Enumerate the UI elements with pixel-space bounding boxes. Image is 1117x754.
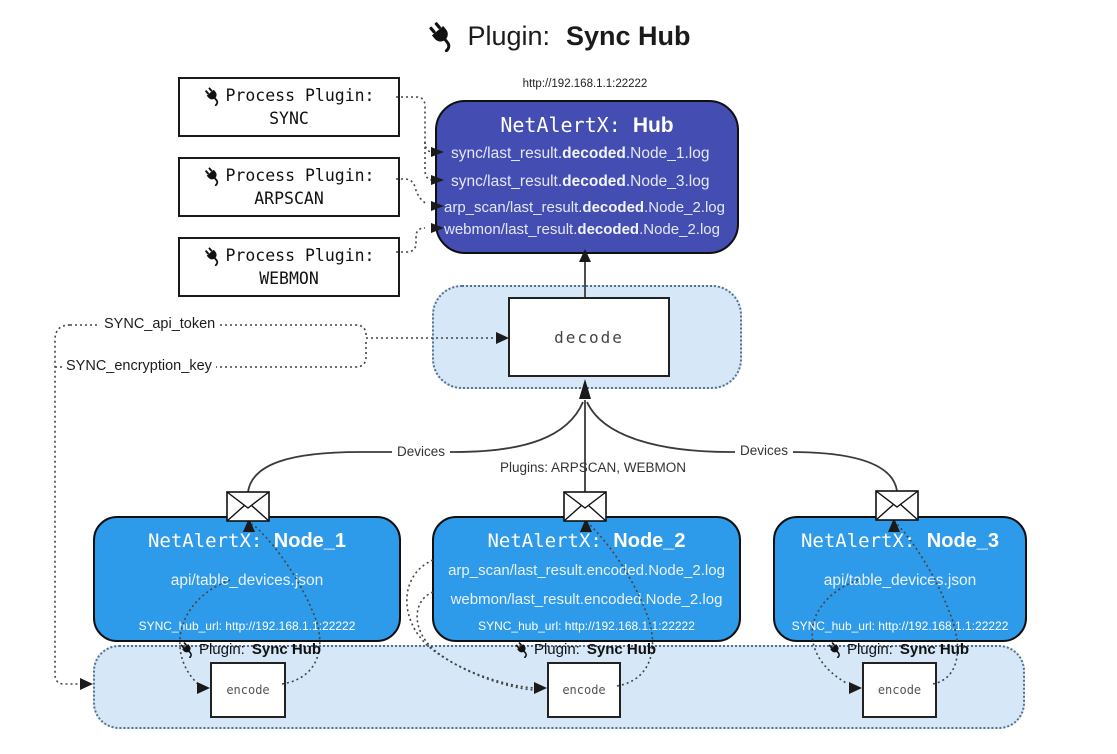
decode-box: decode: [508, 297, 670, 377]
process-plugin-label: Process Plugin:: [225, 246, 375, 265]
node3-title: NetAlertX: Node_3: [800, 530, 1000, 552]
hub-file-line: arp_scan/last_result.decoded.Node_2.log: [444, 199, 725, 216]
encode-box-3: encode: [862, 662, 937, 718]
hub-title-name: Hub: [632, 114, 674, 137]
process-plugin-label: Process Plugin:: [225, 86, 375, 105]
hub-box: NetAlertX: Hub sync/last_result.decoded.…: [435, 100, 739, 254]
devices-label-left: Devices: [392, 444, 451, 459]
hub-url-label: http://192.168.1.1:22222: [522, 78, 648, 90]
hub-title: NetAlertX: Hub: [437, 113, 737, 138]
node2-title: NetAlertX: Node_2: [487, 530, 686, 552]
plug-icon: [515, 642, 527, 658]
plug-icon: [180, 642, 192, 658]
node3-hub-url: SYNC_hub_url: http://192.168.1.1:22222: [791, 619, 1009, 633]
band-plugin-label: Plugin: Sync Hub: [818, 641, 978, 658]
encode-box-2: encode: [547, 662, 621, 718]
process-plugin-label: Process Plugin:: [225, 166, 375, 185]
devices-label-right: Devices: [735, 443, 794, 458]
process-plugin-name: ARPSCAN: [254, 189, 324, 208]
arrowhead-into-band: [80, 678, 93, 690]
node3-box: NetAlertX: Node_3 api/table_devices.json…: [773, 516, 1027, 642]
node1-file: api/table_devices.json: [170, 572, 324, 589]
arpscan-plugin-wire: [396, 178, 428, 205]
band-plugin-name: Sync Hub: [899, 641, 970, 658]
node2-file: webmon/last_result.encoded.Node_2.log: [450, 591, 723, 608]
plug-icon: [205, 246, 219, 266]
webmon-plugin-wire: [396, 227, 426, 253]
encode-box-1: encode: [210, 662, 286, 718]
process-plugin-name: SYNC: [269, 109, 309, 128]
plug-icon: [429, 22, 451, 52]
title-name: Sync Hub: [566, 20, 691, 51]
node1-box: NetAlertX: Node_1 api/table_devices.json…: [93, 516, 401, 642]
sync-api-token-label: SYNC_api_token: [100, 316, 220, 332]
band-plugin-label-text: Plugin:: [198, 641, 245, 658]
plug-icon: [205, 86, 219, 106]
title-label: Plugin:: [467, 20, 551, 51]
hub-title-prefix: NetAlertX:: [500, 113, 621, 137]
hub-file-line: sync/last_result.decoded.Node_1.log: [451, 145, 710, 162]
node1-title: NetAlertX: Node_1: [147, 530, 347, 552]
band-plugin-name: Sync Hub: [251, 641, 322, 658]
hub-file-line: webmon/last_result.decoded.Node_2.log: [444, 221, 720, 238]
band-plugin-label-text: Plugin:: [846, 641, 893, 658]
plugins-label: Plugins: ARPSCAN, WEBMON: [500, 460, 687, 475]
process-plugin-arpscan-box: Process Plugin: ARPSCAN: [178, 157, 400, 217]
settings-left-wire: [54, 324, 78, 685]
band-plugin-label-text: Plugin:: [533, 641, 580, 658]
plug-icon: [828, 642, 840, 658]
band-plugin-name: Sync Hub: [586, 641, 657, 658]
hub-file-line: sync/last_result.decoded.Node_3.log: [451, 173, 710, 190]
node2-box: NetAlertX: Node_2 arp_scan/last_result.e…: [432, 516, 741, 642]
node2-hub-url: SYNC_hub_url: http://192.168.1.1:22222: [478, 619, 695, 633]
process-plugin-webmon-box: Process Plugin: WEBMON: [178, 237, 400, 297]
plug-icon: [205, 166, 219, 186]
node1-hub-url: SYNC_hub_url: http://192.168.1.1:22222: [138, 619, 356, 633]
process-plugin-sync-box: Process Plugin: SYNC: [178, 77, 400, 137]
sync-encryption-key-label: SYNC_encryption_key: [62, 358, 216, 374]
band-plugin-label: Plugin: Sync Hub: [170, 641, 330, 658]
band-plugin-label: Plugin: Sync Hub: [505, 641, 665, 658]
node3-file: api/table_devices.json: [823, 572, 977, 589]
sync-plugin-wire-2: [424, 142, 434, 181]
page-title: Plugin: Sync Hub: [0, 14, 1117, 58]
sync-plugin-wire-1: [396, 96, 434, 153]
process-plugin-name: WEBMON: [259, 269, 319, 288]
node2-file: arp_scan/last_result.encoded.Node_2.log: [448, 562, 725, 579]
